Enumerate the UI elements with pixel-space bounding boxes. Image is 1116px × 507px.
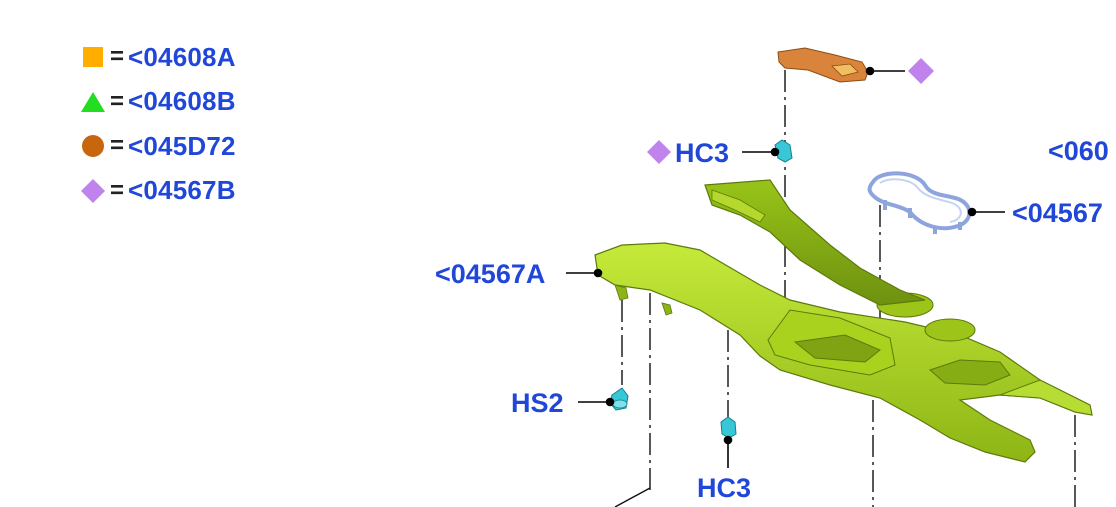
legend-code: <04567B	[128, 175, 236, 206]
clip-hs2	[609, 387, 629, 411]
legend-equals: =	[110, 43, 125, 71]
callout-right-edge: <060	[1048, 136, 1109, 166]
callout-main-console: <04567A	[435, 259, 546, 289]
legend-equals: =	[110, 132, 125, 160]
diamond-icon	[647, 140, 671, 164]
square-icon	[80, 44, 106, 70]
clip-hc3-bottom	[720, 416, 737, 439]
callout-hc3-bottom: HC3	[697, 473, 752, 503]
legend-equals: =	[110, 176, 125, 204]
callout-hs2: HS2	[511, 388, 564, 418]
top-trim-part	[777, 47, 869, 83]
diamond-icon	[80, 178, 106, 204]
symbol-legend: = <04608A = <04608B = <045D72 = <04567B	[80, 35, 236, 213]
callout-hc3-top: HC3	[675, 138, 730, 168]
legend-item: = <04608B	[80, 80, 236, 125]
circle-icon	[80, 133, 106, 159]
legend-code: <045D72	[128, 130, 236, 161]
cupholder-ring-part	[867, 171, 972, 234]
center-console-part	[594, 179, 1093, 463]
legend-code: <04608B	[128, 86, 236, 117]
callout-cupholder: <04567	[1012, 198, 1103, 228]
legend-code: <04608A	[128, 41, 236, 72]
legend-item: = <04608A	[80, 35, 236, 80]
leader-lines	[566, 66, 1005, 468]
diamond-icon	[908, 58, 934, 84]
legend-item: = <045D72	[80, 124, 236, 169]
legend-item: = <04567B	[80, 169, 236, 214]
triangle-icon	[80, 89, 106, 115]
clip-hc3-top	[774, 139, 793, 163]
legend-equals: =	[110, 87, 125, 115]
